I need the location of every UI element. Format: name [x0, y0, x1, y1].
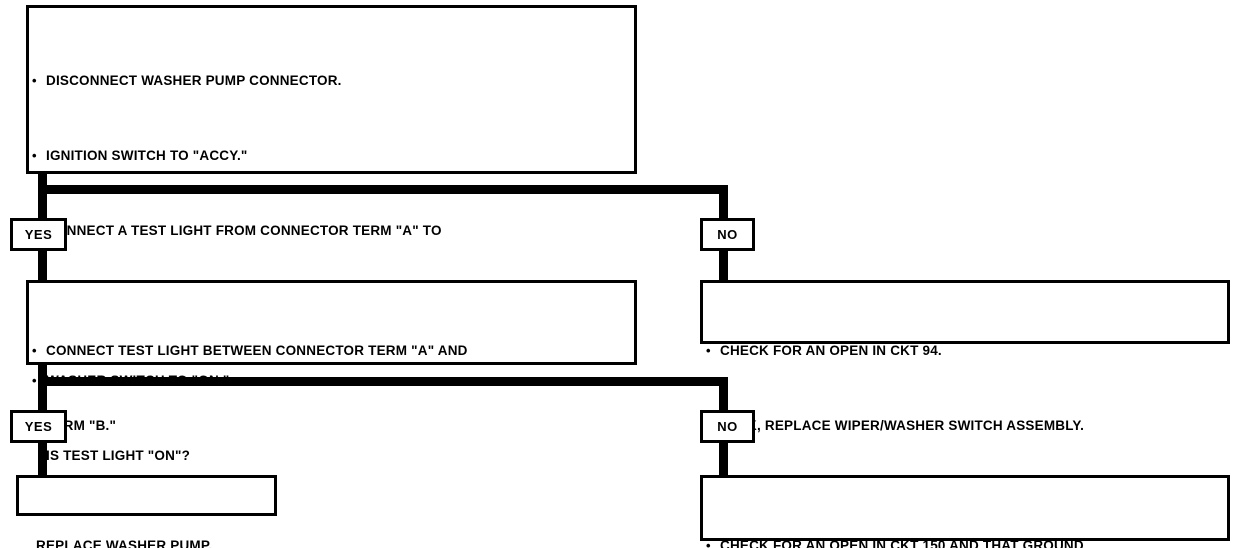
wire-yes1-down — [38, 251, 47, 281]
decision-yes-2: YES — [10, 410, 67, 443]
node-action-open-ckt-94-line-1: IF OK, REPLACE WIPER/WASHER SWITCH ASSEM… — [720, 418, 1085, 433]
wire-step2-stub-down — [38, 365, 47, 412]
wire-no2-down — [719, 443, 728, 476]
node-action-open-ckt-150-line-0: CHECK FOR AN OPEN IN CKT 150 AND THAT GR… — [706, 533, 1226, 548]
node-action-open-ckt-94-text: CHECK FOR AN OPEN IN CKT 94. IF OK, REPL… — [706, 288, 1226, 488]
node-action-replace-pump-line-0: REPLACE WASHER PUMP. — [36, 538, 213, 548]
wire-step2-bus-horizontal — [38, 377, 728, 386]
node-test-step-2-line-0: CONNECT TEST LIGHT BETWEEN CONNECTOR TER… — [32, 338, 632, 363]
decision-no-2: NO — [700, 410, 755, 443]
node-action-replace-pump — [16, 475, 277, 516]
node-test-step-1-line-5: IS TEST LIGHT "ON"? — [46, 448, 191, 463]
wire-step1-no-drop — [719, 185, 728, 220]
node-test-step-1-line-2: CONNECT A TEST LIGHT FROM CONNECTOR TERM… — [32, 218, 632, 243]
node-action-open-ckt-150-text: CHECK FOR AN OPEN IN CKT 150 AND THAT GR… — [706, 483, 1226, 548]
node-test-step-2-line-1: TERM "B." — [46, 418, 117, 433]
decision-yes-1: YES — [10, 218, 67, 251]
node-action-replace-pump-text: REPLACE WASHER PUMP. — [22, 483, 272, 548]
decision-no-1: NO — [700, 218, 755, 251]
wire-step2-no-drop — [719, 377, 728, 412]
wire-no1-down — [719, 251, 728, 281]
wire-step1-bus-horizontal — [38, 185, 728, 194]
node-test-step-1-line-0: DISCONNECT WASHER PUMP CONNECTOR. — [32, 68, 632, 93]
node-action-open-ckt-94-line-0: CHECK FOR AN OPEN IN CKT 94. — [706, 338, 1226, 363]
node-test-step-1-line-1: IGNITION SWITCH TO "ACCY." — [32, 143, 632, 168]
wire-yes2-down — [38, 443, 47, 476]
wire-step1-stub-down — [38, 174, 47, 220]
